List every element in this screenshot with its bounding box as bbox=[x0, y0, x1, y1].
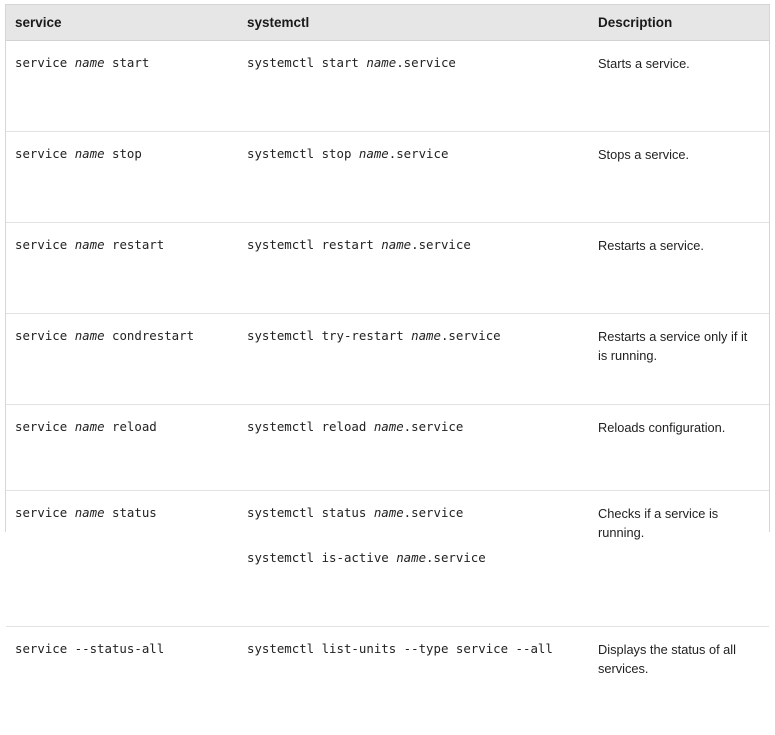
code-literal: service bbox=[15, 55, 75, 70]
systemctl-code-line: systemctl start name.service bbox=[247, 55, 576, 72]
service-code-line: service name stop bbox=[15, 146, 228, 163]
cell-description: Checks if a service is running. bbox=[586, 491, 769, 627]
description-text: Stops a service. bbox=[598, 146, 755, 165]
code-literal: service bbox=[15, 419, 75, 434]
code-literal: status bbox=[105, 505, 157, 520]
code-variable-name: name bbox=[75, 55, 105, 70]
table-row: service name reload systemctl reload name… bbox=[6, 405, 769, 491]
code-literal: systemctl stop bbox=[247, 146, 359, 161]
code-literal: .service bbox=[389, 146, 449, 161]
cell-description: Reloads configuration. bbox=[586, 405, 769, 491]
code-literal: service bbox=[15, 328, 75, 343]
description-text: Reloads configuration. bbox=[598, 419, 755, 438]
code-variable-name: name bbox=[374, 505, 404, 520]
cell-systemctl-command: systemctl try-restart name.service bbox=[238, 314, 586, 405]
code-literal: .service bbox=[404, 505, 464, 520]
cell-description: Restarts a service only if it is running… bbox=[586, 314, 769, 405]
cell-service-command: service name reload bbox=[6, 405, 238, 491]
table-row: service name condrestart systemctl try-re… bbox=[6, 314, 769, 405]
code-literal: stop bbox=[105, 146, 142, 161]
systemctl-code-line: systemctl restart name.service bbox=[247, 237, 576, 254]
description-text: Restarts a service. bbox=[598, 237, 755, 256]
code-variable-name: name bbox=[411, 328, 441, 343]
code-literal: systemctl is-active bbox=[247, 550, 396, 565]
code-variable-name: name bbox=[381, 237, 411, 252]
code-variable-name: name bbox=[75, 328, 105, 343]
systemctl-code-line: systemctl is-active name.service bbox=[247, 550, 576, 567]
cell-systemctl-command: systemctl start name.service bbox=[238, 41, 586, 132]
code-variable-name: name bbox=[75, 146, 105, 161]
description-text: Displays the status of all services. bbox=[598, 641, 755, 678]
cell-description: Restarts a service. bbox=[586, 223, 769, 314]
service-code-line: service name restart bbox=[15, 237, 228, 254]
systemctl-code-line: systemctl reload name.service bbox=[247, 419, 576, 436]
description-text: Starts a service. bbox=[598, 55, 755, 74]
column-header-description: Description bbox=[586, 5, 769, 41]
column-header-service: service bbox=[6, 5, 238, 41]
cell-systemctl-command: systemctl list-units --type service --al… bbox=[238, 627, 586, 735]
code-literal: systemctl list-units --type service --al… bbox=[247, 641, 553, 656]
description-text: Restarts a service only if it is running… bbox=[598, 328, 755, 365]
cell-description: Displays the status of all services. bbox=[586, 627, 769, 735]
cell-systemctl-command: systemctl reload name.service bbox=[238, 405, 586, 491]
code-variable-name: name bbox=[75, 505, 105, 520]
service-code-line: service name reload bbox=[15, 419, 228, 436]
code-literal: systemctl restart bbox=[247, 237, 381, 252]
systemctl-code-line: systemctl list-units --type service --al… bbox=[247, 641, 576, 658]
systemctl-code-line: systemctl status name.service bbox=[247, 505, 576, 522]
code-variable-name: name bbox=[396, 550, 426, 565]
code-variable-name: name bbox=[75, 237, 105, 252]
code-literal: start bbox=[105, 55, 150, 70]
cell-description: Starts a service. bbox=[586, 41, 769, 132]
cell-service-command: service name start bbox=[6, 41, 238, 132]
code-literal: .service bbox=[404, 419, 464, 434]
service-code-line: service name start bbox=[15, 55, 228, 72]
table-row: service --status-all systemctl list-units… bbox=[6, 627, 769, 735]
code-variable-name: name bbox=[359, 146, 389, 161]
cell-service-command: service name restart bbox=[6, 223, 238, 314]
code-literal: .service bbox=[396, 55, 456, 70]
cell-service-command: service --status-all bbox=[6, 627, 238, 735]
systemctl-code-line: systemctl stop name.service bbox=[247, 146, 576, 163]
cell-service-command: service name stop bbox=[6, 132, 238, 223]
systemctl-code-line: systemctl try-restart name.service bbox=[247, 328, 576, 345]
cell-description: Stops a service. bbox=[586, 132, 769, 223]
command-comparison-table: service systemctl Description service na… bbox=[6, 5, 769, 735]
code-literal: restart bbox=[105, 237, 165, 252]
code-literal: reload bbox=[105, 419, 157, 434]
description-text: Checks if a service is running. bbox=[598, 505, 755, 542]
service-code-line: service name status bbox=[15, 505, 228, 522]
column-header-systemctl: systemctl bbox=[238, 5, 586, 41]
cell-systemctl-command: systemctl stop name.service bbox=[238, 132, 586, 223]
table-header: service systemctl Description bbox=[6, 5, 769, 41]
code-variable-name: name bbox=[374, 419, 404, 434]
code-literal: .service bbox=[411, 237, 471, 252]
code-literal: service bbox=[15, 505, 75, 520]
command-comparison-table-container: service systemctl Description service na… bbox=[5, 4, 770, 532]
code-variable-name: name bbox=[75, 419, 105, 434]
service-code-line: service name condrestart bbox=[15, 328, 228, 345]
service-code-line: service --status-all bbox=[15, 641, 228, 658]
code-literal: service --status-all bbox=[15, 641, 164, 656]
code-literal: systemctl try-restart bbox=[247, 328, 411, 343]
code-variable-name: name bbox=[366, 55, 396, 70]
code-literal: systemctl status bbox=[247, 505, 374, 520]
code-literal: .service bbox=[426, 550, 486, 565]
table-header-row: service systemctl Description bbox=[6, 5, 769, 41]
code-literal: systemctl start bbox=[247, 55, 366, 70]
code-literal: .service bbox=[441, 328, 501, 343]
code-literal: condrestart bbox=[105, 328, 195, 343]
code-literal: service bbox=[15, 237, 75, 252]
cell-service-command: service name condrestart bbox=[6, 314, 238, 405]
table-row: service name status systemctl status name… bbox=[6, 491, 769, 627]
table-row: service name restart systemctl restart na… bbox=[6, 223, 769, 314]
code-literal: systemctl reload bbox=[247, 419, 374, 434]
code-literal: service bbox=[15, 146, 75, 161]
cell-systemctl-command: systemctl restart name.service bbox=[238, 223, 586, 314]
cell-service-command: service name status bbox=[6, 491, 238, 627]
